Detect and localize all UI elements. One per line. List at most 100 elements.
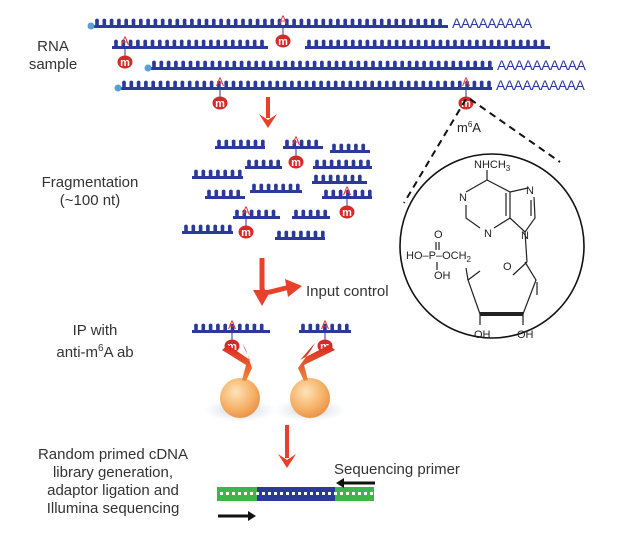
nucleotide-head <box>472 80 477 85</box>
label-n7: N <box>526 185 534 197</box>
nucleotide-head <box>329 39 333 44</box>
arrow-head <box>259 114 277 128</box>
nucleotide <box>465 83 469 87</box>
nucleotide <box>540 42 545 46</box>
nucleotide-head <box>230 169 235 174</box>
nucleotide <box>387 21 391 25</box>
nucleotide-head <box>261 159 266 164</box>
nucleotide-head <box>306 230 311 235</box>
nucleotide-head <box>128 39 133 44</box>
nucleotide <box>343 42 348 46</box>
nucleotide-head <box>358 159 363 164</box>
ip-text-prefix: anti-m <box>56 344 99 361</box>
modified-adenosine: A <box>216 75 224 89</box>
nucleotide <box>117 21 121 25</box>
strand-backbone <box>233 216 280 219</box>
nucleotide <box>361 146 365 150</box>
nucleotide-head <box>367 189 372 194</box>
nucleotide-head <box>153 18 158 23</box>
nucleotide-head <box>268 60 273 65</box>
nucleotide <box>194 42 199 46</box>
ribose-oh-bonds <box>479 314 524 325</box>
nucleotide-head <box>330 323 335 328</box>
nucleotide-head <box>307 39 311 44</box>
nucleotide <box>109 21 114 25</box>
nucleotide-head <box>350 39 355 44</box>
nucleotide <box>379 21 384 25</box>
nucleotide-head <box>219 18 224 23</box>
label-frag-line1: Fragmentation <box>41 174 139 191</box>
modified-adenosine: A <box>462 75 470 89</box>
nucleotide-head <box>121 39 126 44</box>
split-branch-head <box>285 279 302 297</box>
strand-backbone <box>182 231 233 234</box>
arrow-to-fragmentation <box>259 97 277 128</box>
nucleotide <box>341 83 345 87</box>
nucleotide-head <box>370 80 375 85</box>
modified-adenosine: A <box>279 13 287 27</box>
nucleotide <box>239 83 243 87</box>
nucleotide <box>358 21 362 25</box>
nucleotide <box>259 186 264 190</box>
nucleotide-head <box>225 60 229 65</box>
base-pair-mark <box>364 492 367 495</box>
nucleotide <box>299 21 304 25</box>
label-n9: N <box>521 230 529 242</box>
nucleotide <box>314 142 318 146</box>
nucleotide <box>332 146 336 150</box>
nucleotide <box>139 21 143 25</box>
methyl-label: m <box>461 98 471 110</box>
base-pair-mark <box>220 492 223 495</box>
nucleotide <box>409 21 413 25</box>
nucleotide-head <box>223 39 228 44</box>
nucleotide <box>261 63 266 67</box>
nucleotide-head <box>332 143 336 148</box>
nucleotide <box>224 142 229 146</box>
nucleotide <box>201 172 206 176</box>
anti-m6a-antibody <box>298 343 335 381</box>
nucleotide-head <box>221 189 226 194</box>
nucleotide-head <box>339 143 344 148</box>
nucleotide-head <box>260 139 265 144</box>
nucleotide-head <box>301 209 306 214</box>
nucleotide-head <box>315 159 319 164</box>
fragment <box>182 224 233 234</box>
nucleotide-head <box>285 139 289 144</box>
label-phosphate: HO–P–OCH2 <box>406 250 472 264</box>
nucleotide-head <box>321 174 326 179</box>
nucleotide-head <box>173 80 178 85</box>
nucleotide <box>298 63 302 67</box>
nucleotide <box>315 162 319 166</box>
nucleotide-head <box>343 174 348 179</box>
nucleotide-head <box>252 183 256 188</box>
nucleotide <box>365 42 370 46</box>
nucleotide <box>266 186 271 190</box>
nucleotide <box>445 42 450 46</box>
label-ip: IP with anti-m6A ab <box>40 322 150 362</box>
nucleotide-head <box>489 39 494 44</box>
base-pair-mark <box>358 492 361 495</box>
label-phosphate-o: O <box>434 229 443 241</box>
nucleotide <box>209 42 213 46</box>
nucleotide-head <box>216 323 220 328</box>
nucleotide-head <box>465 80 469 85</box>
nucleotide-head <box>252 39 257 44</box>
nucleotide <box>191 227 196 231</box>
nucleotide <box>114 42 118 46</box>
nucleotide-head <box>159 60 164 65</box>
nucleotide-head <box>268 80 272 85</box>
nucleotide-head <box>321 18 326 23</box>
nucleotide <box>182 21 187 25</box>
nucleotide <box>284 233 289 237</box>
nucleotide-head <box>533 39 538 44</box>
fragment <box>205 189 245 199</box>
nucleotide <box>219 21 223 25</box>
nucleotide-head <box>114 39 118 44</box>
nucleotide-head <box>174 60 178 65</box>
arrow-shaft <box>266 97 270 118</box>
nucleotide-head <box>350 174 355 179</box>
nucleotide-head <box>323 209 328 214</box>
nucleotide <box>290 63 295 67</box>
fragment <box>245 159 282 169</box>
strand-backbone <box>312 181 367 184</box>
